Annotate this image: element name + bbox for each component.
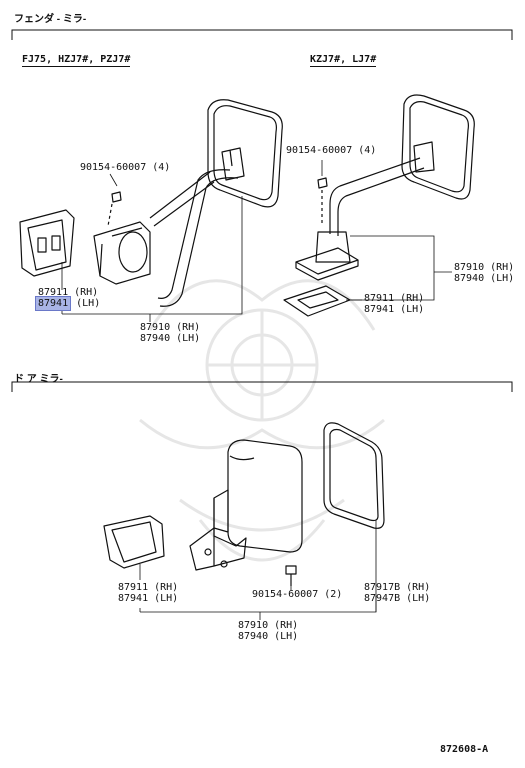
fender-right-mirror-lh-label: 87940 (LH) <box>454 273 515 284</box>
fender-right-model-label: KZJ7#, LJ7# <box>310 54 377 67</box>
fender-right-bolt-label: 90154-60007 (4) <box>286 145 377 156</box>
fender-right-mirror-rh-label: 87910 (RH) <box>454 262 515 273</box>
fender-left-pad-lh-label: 87941 (LH) <box>34 296 101 311</box>
fender-left-pad-rh-label: 87911 (RH) <box>38 287 99 298</box>
door-pad-rh-label: 87911 (RH) <box>118 582 179 593</box>
fender-left-pad-lh-suffix: (LH) <box>70 298 101 309</box>
door-mirror-rh-label: 87910 (RH) <box>238 620 299 631</box>
fender-left-mirror-rh-label: 87910 (RH) <box>140 322 201 333</box>
door-bolt-label: 90154-60007 (2) <box>252 589 343 600</box>
fender-mirror-title: フェンダ - ミラ- <box>14 14 87 25</box>
fender-right-pad-lh-label: 87941 (LH) <box>364 304 425 315</box>
fender-right-pad-rh-label: 87911 (RH) <box>364 293 425 304</box>
door-mirror-title: ド ア ミラ- <box>14 374 63 385</box>
door-pad-lh-label: 87941 (LH) <box>118 593 179 604</box>
door-mirror-lh-label: 87940 (LH) <box>238 631 299 642</box>
fender-left-mirror-lh-label: 87940 (LH) <box>140 333 201 344</box>
door-glass-rh-label: 87917B (RH) <box>364 582 431 593</box>
fender-left-model-label: FJ75, HZJ7#, PZJ7# <box>22 54 131 67</box>
highlighted-part-code[interactable]: 87941 <box>34 296 72 311</box>
door-glass-lh-label: 87947B (LH) <box>364 593 431 604</box>
figure-number: 872608-A <box>440 744 489 755</box>
fender-left-bolt-label: 90154-60007 (4) <box>80 162 171 173</box>
